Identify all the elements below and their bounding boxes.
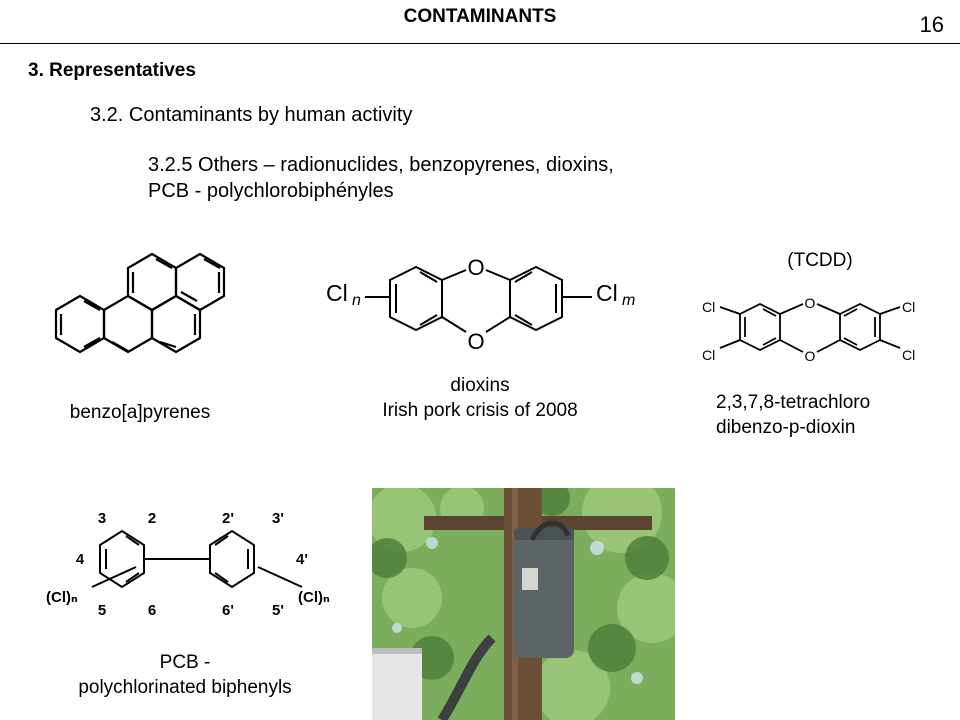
- tcdd-caption-line1: 2,3,7,8-tetrachloro: [716, 392, 871, 413]
- transformer-photo-illustration: [372, 488, 675, 720]
- slide-title: CONTAMINANTS: [403, 6, 557, 27]
- tcdd-oxygen-top: O: [805, 295, 816, 311]
- dioxin-structure: O O Cl n Cl m: [326, 255, 635, 354]
- dioxin-oxygen-top: O: [467, 255, 484, 280]
- subsection-heading: 3.2. Contaminants by human activity: [90, 104, 413, 126]
- pcb-pos-2p: 2': [222, 510, 234, 527]
- pcb-structure: 3 2 4 5 6 2' 3' 4' 6' 5' (Cl)ₙ (Cl)ₙ: [46, 510, 330, 619]
- section-heading: 3. Representatives: [28, 60, 196, 81]
- pcb-pos-3p: 3': [272, 510, 284, 527]
- double-bond: [83, 300, 101, 311]
- dioxin-cl-left: Cl: [326, 280, 348, 306]
- tcdd-oxygen-bottom: O: [805, 348, 816, 364]
- dioxin-left-ring: [389, 265, 443, 332]
- subsubsection-line1: 3.2.5 Others – radionuclides, benzopyren…: [148, 154, 614, 176]
- tcdd-structure: O O Cl Cl Cl Cl: [702, 295, 915, 364]
- pcb-caption-line2: polychlorinated biphenyls: [78, 677, 292, 698]
- benzopyrene-structure: [54, 252, 226, 354]
- pcb-cl-left: (Cl)ₙ: [46, 589, 78, 606]
- tcdd-caption-block: 2,3,7,8-tetrachloro dibenzo-p-dioxin: [716, 390, 870, 440]
- double-bond: [111, 341, 129, 352]
- pcb-pos-2: 2: [148, 510, 156, 527]
- subsubsection-line2: PCB - polychlorobiphényles: [148, 180, 394, 202]
- ring-a: [54, 294, 106, 354]
- pcb-pos-4p: 4': [296, 551, 308, 568]
- ring-d: [126, 252, 178, 312]
- pcb-cl-right: (Cl)ₙ: [298, 589, 330, 606]
- double-bond: [159, 340, 177, 349]
- dioxin-oxygen-bottom: O: [467, 329, 484, 354]
- dioxin-cl-right: Cl: [596, 280, 618, 306]
- pcb-pos-3: 3: [98, 510, 106, 527]
- pcb-caption-line1: PCB -: [159, 652, 211, 673]
- benzopyrene-caption: benzo[a]pyrenes: [69, 402, 211, 423]
- dioxin-m-subscript: m: [622, 292, 635, 309]
- pcb-pos-6p: 6': [222, 602, 234, 619]
- ring-c: [150, 294, 202, 354]
- page-number: 16: [919, 12, 944, 37]
- ring-b: [102, 294, 154, 354]
- tcdd-cl-3: Cl: [702, 347, 715, 363]
- tcdd-title: (TCDD): [787, 250, 853, 271]
- tcdd-cl-7: Cl: [902, 299, 915, 315]
- dioxin-n-subscript: n: [352, 292, 361, 309]
- pcb-left-ring: [99, 529, 145, 589]
- dioxin-subcaption: Irish pork crisis of 2008: [382, 400, 578, 421]
- pcb-pos-5p: 5': [272, 602, 284, 619]
- ring-e: [174, 252, 226, 312]
- pcb-right-ring: [209, 529, 255, 589]
- dioxin-right-ring: [509, 265, 563, 332]
- pcb-pos-5: 5: [98, 602, 106, 619]
- double-bond: [155, 258, 173, 269]
- subsubsection-heading: 3.2.5 Others – radionuclides, benzopyren…: [148, 152, 614, 204]
- double-bond: [203, 258, 221, 269]
- tcdd-cl-8: Cl: [902, 347, 915, 363]
- double-bond: [180, 291, 198, 302]
- dioxin-caption-block: dioxins Irish pork crisis of 2008: [330, 373, 630, 423]
- dioxin-caption: dioxins: [450, 375, 510, 396]
- pcb-pos-6: 6: [148, 602, 156, 619]
- pcb-caption-block: PCB - polychlorinated biphenyls: [20, 650, 350, 700]
- header-divider: [0, 43, 960, 44]
- transformer-photo: [372, 488, 675, 720]
- tcdd-cl-2: Cl: [702, 299, 715, 315]
- tcdd-caption-line2: dibenzo-p-dioxin: [716, 417, 856, 438]
- double-bond: [83, 337, 101, 348]
- pcb-pos-4: 4: [76, 551, 85, 568]
